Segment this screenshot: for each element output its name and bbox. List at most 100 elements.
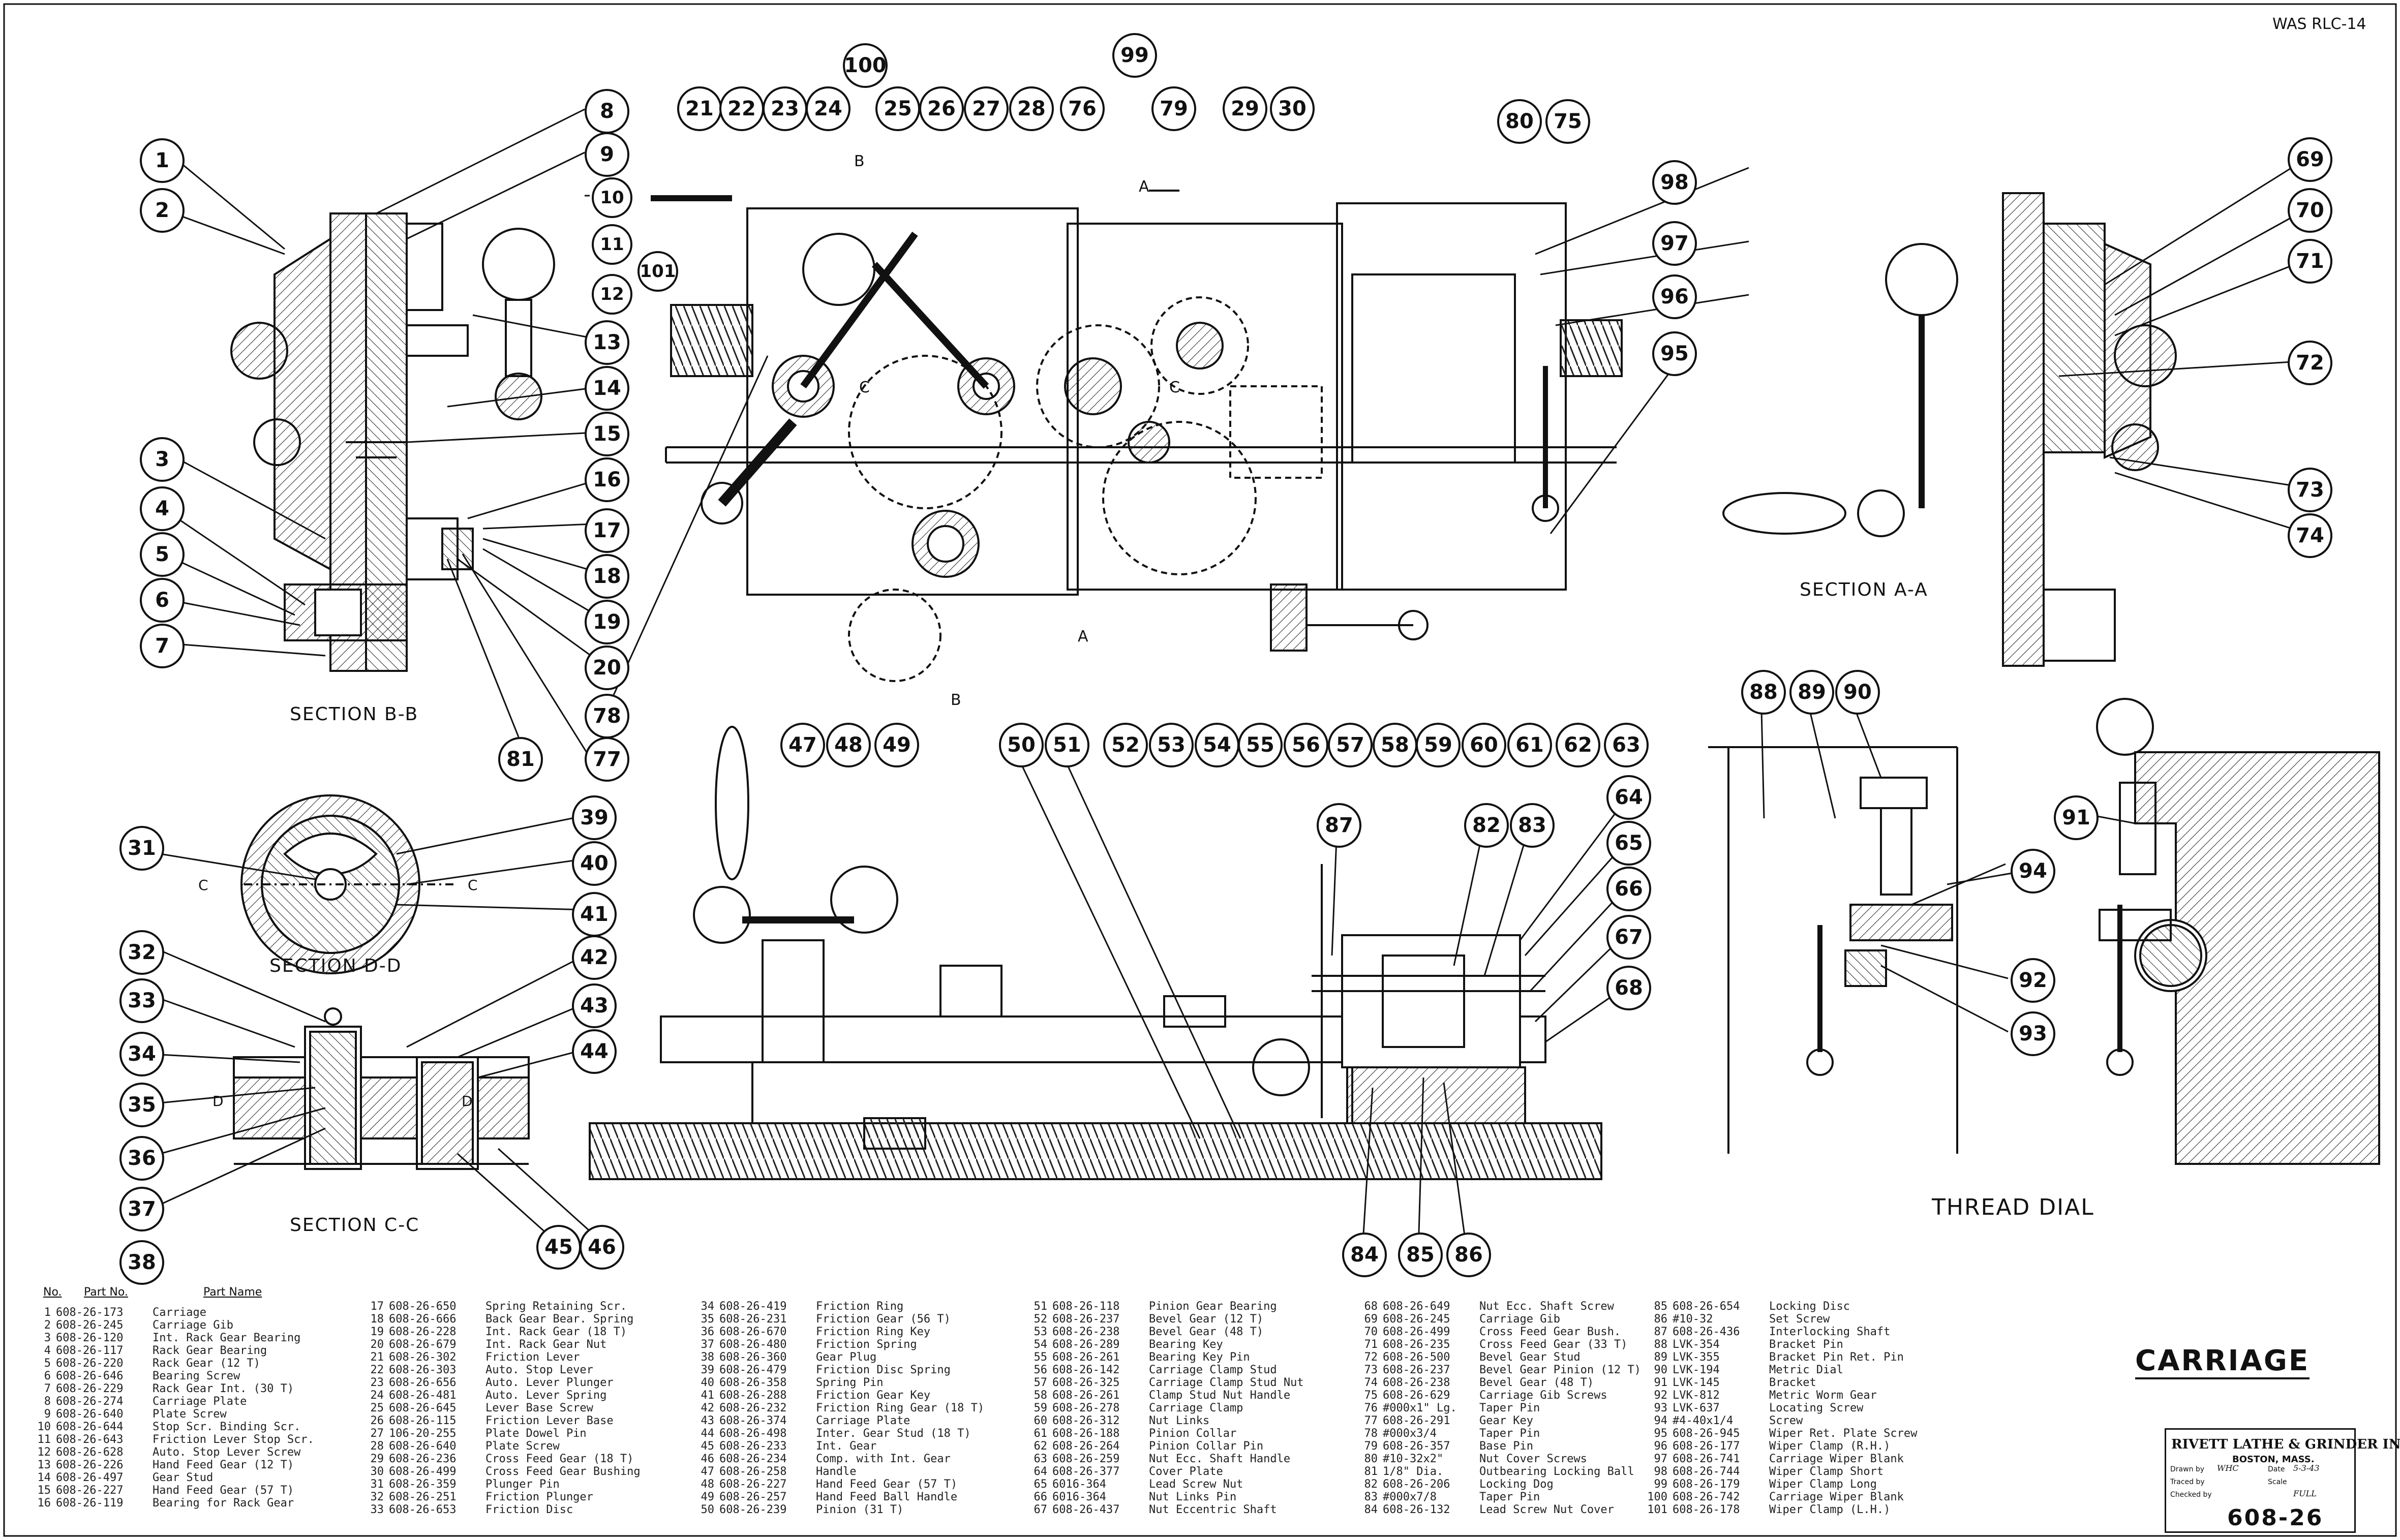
callout-85: 85 xyxy=(1398,1233,1443,1277)
part-name: Locking Dog xyxy=(1479,1478,1554,1491)
callout-46: 46 xyxy=(580,1225,624,1270)
part-index: 53 xyxy=(1034,1326,1048,1338)
part-number: 608-26-237 xyxy=(1383,1364,1450,1376)
callout-54: 54 xyxy=(1195,723,1239,767)
part-number: 608-26-179 xyxy=(1673,1478,1740,1491)
part-name: Bearing for Rack Gear xyxy=(153,1497,294,1510)
scale-value: FULL xyxy=(2293,1489,2317,1498)
part-index: 31 xyxy=(370,1478,384,1491)
callout-68: 68 xyxy=(1606,966,1651,1010)
part-number: 608-26-238 xyxy=(1052,1326,1120,1338)
part-number: 608-26-653 xyxy=(389,1503,457,1516)
part-number: 608-26-377 xyxy=(1052,1465,1120,1478)
part-number: 608-26-479 xyxy=(719,1364,787,1376)
callout-1: 1 xyxy=(140,138,185,183)
part-number: 608-26-374 xyxy=(719,1414,787,1427)
company-city: BOSTON, MASS. xyxy=(2232,1454,2315,1465)
part-index: 7 xyxy=(44,1382,51,1395)
callout-96: 96 xyxy=(1652,274,1697,319)
part-index: 32 xyxy=(370,1491,384,1503)
callout-58: 58 xyxy=(1373,723,1417,767)
part-index: 74 xyxy=(1364,1376,1378,1389)
part-index: 10 xyxy=(37,1421,51,1433)
part-index: 54 xyxy=(1034,1338,1048,1351)
part-index: 67 xyxy=(1034,1503,1048,1516)
part-number: 608-26-741 xyxy=(1673,1453,1740,1465)
part-number: 608-26-437 xyxy=(1052,1503,1120,1516)
part-name: Friction Disc xyxy=(485,1503,573,1516)
part-number: 608-26-640 xyxy=(56,1408,124,1421)
part-number: #10-32 xyxy=(1673,1313,1713,1326)
callout-29: 29 xyxy=(1223,86,1267,131)
callout-40: 40 xyxy=(572,841,617,886)
callout-72: 72 xyxy=(2288,341,2332,385)
part-name: Nut Ecc. Shaft Handle xyxy=(1149,1453,1291,1465)
part-number: 608-26-188 xyxy=(1052,1427,1120,1440)
part-number: 608-26-177 xyxy=(1673,1440,1740,1453)
part-index: 40 xyxy=(701,1376,715,1389)
callout-70: 70 xyxy=(2288,188,2332,233)
part-index: 75 xyxy=(1364,1389,1378,1402)
callout-4: 4 xyxy=(140,486,185,531)
part-index: 46 xyxy=(701,1453,715,1465)
part-number: 608-26-497 xyxy=(56,1471,124,1484)
part-index: 49 xyxy=(701,1491,715,1503)
part-name: Hand Feed Gear (57 T) xyxy=(816,1478,958,1491)
checked-label: Checked by xyxy=(2170,1491,2212,1499)
part-number: 608-26-436 xyxy=(1673,1326,1740,1338)
part-name: Lead Screw Nut xyxy=(1149,1478,1243,1491)
callout-71: 71 xyxy=(2288,239,2332,284)
part-index: 12 xyxy=(37,1446,51,1459)
part-number: 608-26-650 xyxy=(389,1300,457,1313)
callout-84: 84 xyxy=(1342,1233,1387,1277)
part-name: Spring Retaining Scr. xyxy=(485,1300,627,1313)
part-name: Nut Cover Screws xyxy=(1479,1453,1587,1465)
part-name: Plunger Pin xyxy=(485,1478,560,1491)
part-index: 45 xyxy=(701,1440,715,1453)
part-name: Auto. Stop Lever xyxy=(485,1364,593,1376)
part-number: 608-26-643 xyxy=(56,1433,124,1446)
callout-19: 19 xyxy=(585,600,629,644)
drawing-number: 608-26 xyxy=(2227,1505,2324,1531)
part-name: Carriage Wiper Blank xyxy=(1769,1491,1904,1503)
part-index: 35 xyxy=(701,1313,715,1326)
part-name: Taper Pin xyxy=(1479,1427,1540,1440)
part-index: 56 xyxy=(1034,1364,1048,1376)
part-index: 61 xyxy=(1034,1427,1048,1440)
callout-14: 14 xyxy=(585,366,629,411)
callout-64: 64 xyxy=(1606,775,1651,820)
callout-76: 76 xyxy=(1060,86,1105,131)
callout-34: 34 xyxy=(119,1032,164,1076)
part-number: 1/8" Dia. xyxy=(1383,1465,1444,1478)
part-number: 608-26-206 xyxy=(1383,1478,1450,1491)
part-name: Rack Gear (12 T) xyxy=(153,1357,260,1370)
part-index: 87 xyxy=(1654,1326,1668,1338)
callout-32: 32 xyxy=(119,930,164,975)
callout-60: 60 xyxy=(1462,723,1506,767)
part-number: 608-26-357 xyxy=(1383,1440,1450,1453)
part-index: 3 xyxy=(44,1332,51,1344)
callout-48: 48 xyxy=(826,723,871,767)
callout-56: 56 xyxy=(1284,723,1328,767)
callout-39: 39 xyxy=(572,795,617,840)
part-number: 608-26-656 xyxy=(389,1376,457,1389)
part-number: 106-20-255 xyxy=(389,1427,457,1440)
part-number: 608-26-234 xyxy=(719,1453,787,1465)
part-name: Plate Screw xyxy=(153,1408,227,1421)
